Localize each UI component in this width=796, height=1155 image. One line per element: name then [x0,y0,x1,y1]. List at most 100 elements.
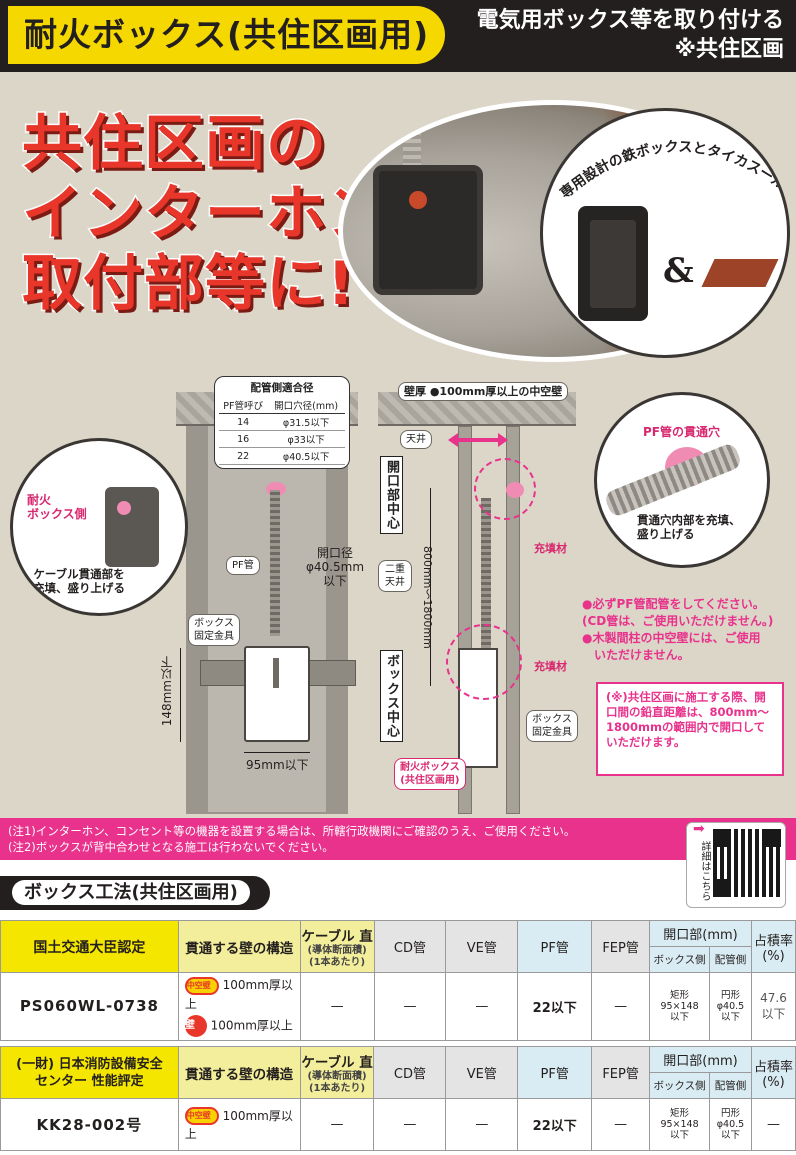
pf-header: PF管 [517,920,593,973]
right-zoom-line2: 盛り上げる [637,527,695,541]
header-subtitle: 電気用ボックス等を取り付ける ※共住区画 [477,6,784,64]
header-bar: 耐火ボックス(共住区画用) 電気用ボックス等を取り付ける ※共住区画 [0,0,796,72]
wall-row-b: 壁 100mm厚以上 [184,1014,300,1037]
cable-header-2: ケーブル 直 (導体断面積) (1本あたり) [299,1046,375,1099]
box-bracket-r-line2: 固定金具 [532,727,572,738]
box-side-header: ボックス側 [649,946,711,973]
pf-cell: 22以下 [517,972,593,1041]
height-dim-line [180,648,181,742]
ratio2-header-2: (%) [762,1074,785,1090]
fire-box-line1: 耐火ボックス [400,762,460,773]
cable-cell: — [299,972,375,1041]
spec-header: 開口穴径(mm) [267,397,345,414]
bp3-sheet [701,259,779,287]
ratio-cell-2: — [750,1098,796,1151]
cd-header: CD管 [373,920,447,973]
ratio-header-2: 占積率 (%) [750,1046,796,1099]
pf-pipe-right [481,498,491,648]
opening-diameter-label: 開口径 φ40.5mm 以下 [306,546,364,588]
spec-table-2: (一財) 日本消防設備安全 センター 性能評定 貫通する壁の構造 ケーブル 直 … [0,1046,796,1151]
right-zoom-title: PF管の貫通穴 [643,425,720,439]
qr-code-panel[interactable]: ➡ 詳細はこちら [686,821,786,908]
zoom-fill [117,501,131,515]
spec-cell: 16 [219,430,268,448]
right-zoom-circle: PF管の貫通穴 貫通穴内部を充填、 盛り上げる [594,392,770,568]
box-side-header-2: ボックス側 [649,1072,711,1099]
wall-b-text: 100mm厚以上 [210,1018,293,1032]
wall2-a-text: 100mm厚以上 [184,1108,293,1142]
wall-row-a: 中空壁 100mm厚以上 [184,976,300,1012]
spec-cell: φ40.5以下 [267,447,345,465]
pipe2-val-1: 円形 [720,1108,740,1119]
wall-structure-header: 貫通する壁の構造 [177,920,301,973]
distance-label: 800mm〜1800mm [421,546,434,649]
qr-code-icon[interactable] [713,829,781,897]
spec-cell: φ33以下 [267,430,345,448]
note2a: ●木製間柱の中空壁には、ご使用 [582,631,761,645]
box2-val-1: 矩形 [670,1108,690,1119]
note-2: (注2)ボックスが背中合わせとなる施工は行わないでください。 [8,840,334,854]
ve-header: VE管 [445,920,519,973]
width-dim-line [244,752,310,753]
opening-header: 開口部(mm) [649,920,752,947]
cable-cell-2: — [299,1098,375,1151]
pipe-val-1: 円形 [720,989,740,1001]
ratio-header: 占積率 (%) [750,920,796,973]
box-val-1: 矩形 [670,989,690,1001]
height-dim-label: 148mm以下 [160,656,174,727]
pipe-side-cell: 円形 φ40.5 以下 [709,972,752,1041]
left-zoom-line4: 充填、盛り上げる [33,581,125,595]
note2b: いただけません。 [594,648,690,662]
pipe2-val-2: φ40.5 [716,1119,745,1130]
ratio-cell: 47.6 以下 [750,972,796,1041]
fep-header: FEP管 [591,920,651,973]
ratio-header-2: (%) [762,948,785,964]
box-bracket-label-right: ボックス 固定金具 [526,710,578,742]
opening-dia-line1: 開口径 [317,546,354,560]
hero-line-2: インターホン [21,179,389,250]
left-zoom-line2: ボックス側 [27,507,87,521]
product-inset: 専用設計の鉄ボックスとタイカスールBP3がドッキング! & [540,108,790,358]
left-zoom-title: 耐火 ボックス側 [27,493,87,521]
spec-callout: 配管側適合径 PF管呼び 開口穴径(mm) 14 φ31.5以下 16 φ33以… [214,376,350,469]
fire-box-front [244,646,310,742]
box-bracket-r-line1: ボックス [532,714,572,725]
note1b: (CD管は、ご使用いただけません。) [582,614,774,628]
installation-note-box: (※)共住区画に施工する際、開口間の鉛直距離は、800mm〜1800mmの範囲内… [596,682,784,776]
ve-header-2: VE管 [445,1046,519,1099]
wall-thickness-label: 壁厚 ●100mm厚以上の中空壁 [398,382,569,401]
ratio-val-2: 以下 [761,1006,786,1021]
box-val-2: 95×148 [660,1000,699,1012]
pipe-side-cell-2: 円形 φ40.5 以下 [709,1098,752,1151]
steel-box-product [578,206,648,321]
box-val-3: 以下 [670,1011,690,1023]
qr-label: 詳細はこちら [699,841,710,901]
dashed-circle-top [474,458,536,520]
right-stud-b [506,426,520,814]
notes-band: (注1)インターホン、コンセント等の機器を設置する場合は、所轄行政機関にご確認の… [0,818,796,860]
cable-header-2: (導体断面積) [307,944,367,956]
ve-cell-2: — [445,1098,519,1151]
left-zoom-desc: ケーブル貫通部を 充填、盛り上げる [33,567,125,595]
spec-title: 配管側適合径 [250,382,314,394]
distance-dim-line [430,488,431,686]
cert-label-2: (一財) 日本消防設備安全 センター 性能評定 [0,1046,179,1099]
ceiling-label: 天井 [400,430,432,449]
note1a: ●必ずPF管配管をしてください。 [582,597,765,611]
fire-box-label: 耐火ボックス (共住区画用) [394,758,466,790]
spec-cell: 22 [219,447,268,465]
page-title: 耐火ボックス(共住区画用) [8,6,446,64]
cert-2-line2: センター 性能評定 [35,1073,144,1089]
pipe-side-header-2: 配管側 [709,1072,752,1099]
box-side-cell-2: 矩形 95×148 以下 [649,1098,711,1151]
box-bracket-line1: ボックス [194,618,234,629]
usage-notes: ●必ずPF管配管をしてください。 (CD管は、ご使用いただけません。) ●木製間… [582,596,792,664]
wall-thickness-arrow [448,433,508,447]
fep-cell-2: — [591,1098,651,1151]
pipe-side-header: 配管側 [709,946,752,973]
spec-cell: φ31.5以下 [267,413,345,431]
spec-table-1: 国土交通大臣認定 貫通する壁の構造 ケーブル 直 (導体断面積) (1本あたり)… [0,920,796,1041]
docking-text: 専用設計の鉄ボックスとタイカスールBP3がドッキング! [555,119,785,202]
hollow-wall-badge: 中空壁 [184,976,219,995]
section-title: ボックス工法(共住区画用) [12,880,250,905]
